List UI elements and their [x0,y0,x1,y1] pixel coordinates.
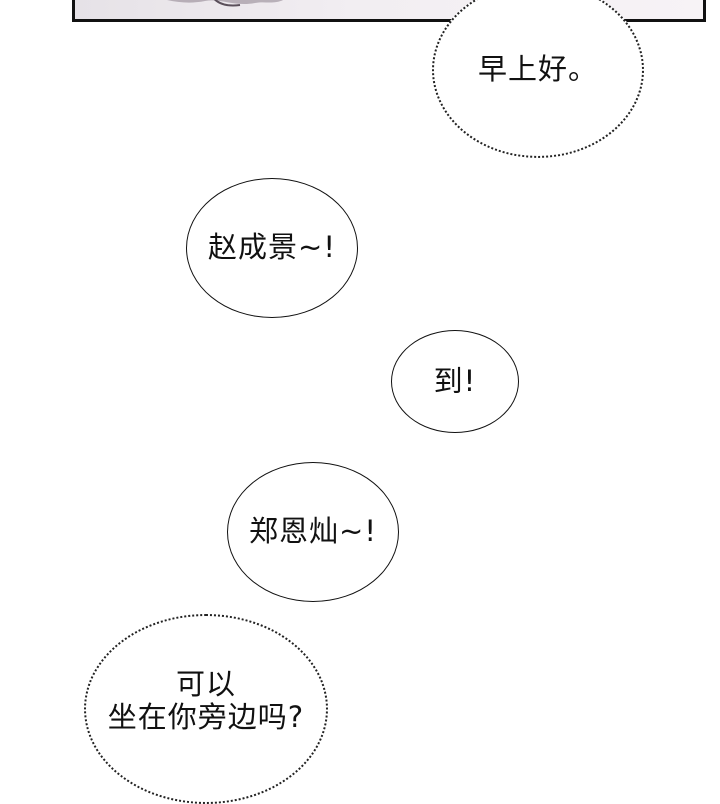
bubble-text: 郑恩灿~! [249,514,377,549]
bubble-text-line-2: 坐在你旁边吗? [107,700,305,735]
bubble-text-line-1: 可以 [175,667,236,701]
speech-bubble-good-morning: 早上好。 [432,0,644,158]
bubble-text: 早上好。 [477,52,598,87]
speech-bubble-sit-next-to-you: 可以 坐在你旁边吗? [84,614,328,804]
panel-artwork-fragment [167,0,283,7]
bubble-text: 赵成景~! [208,230,336,265]
bubble-text: 到! [433,363,477,398]
speech-bubble-zheng-encan: 郑恩灿~! [227,462,399,602]
speech-bubble-present: 到! [391,330,519,433]
speech-bubble-zhao-chengjing: 赵成景~! [186,178,358,318]
